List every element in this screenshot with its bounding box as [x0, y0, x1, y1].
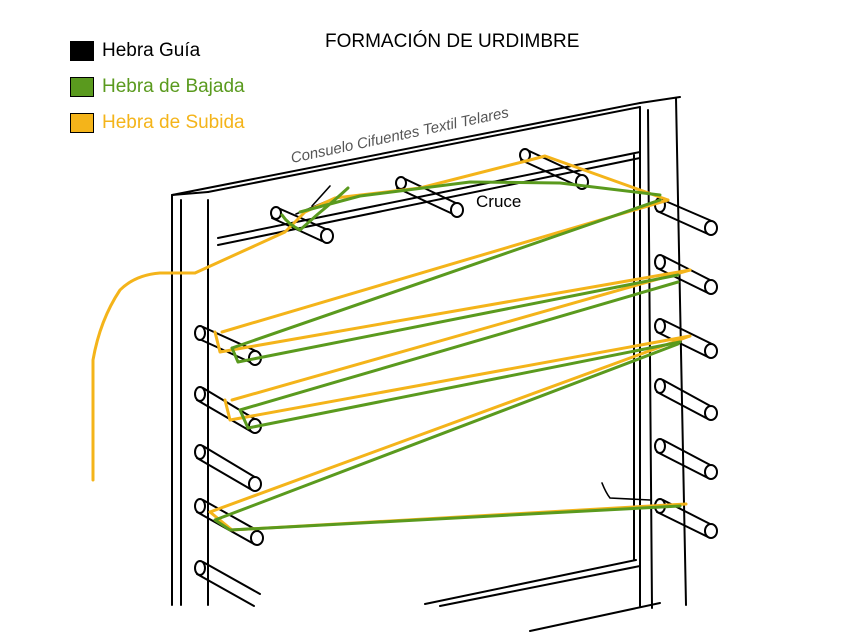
- bottom-beam: [424, 559, 661, 632]
- peg-left-3: [194, 444, 262, 492]
- legend-swatch-bajada: [70, 77, 94, 97]
- pegs: [194, 148, 718, 607]
- peg-right-4: [654, 378, 718, 421]
- yarn-subida: [91, 154, 692, 532]
- legend-label-bajada: Hebra de Bajada: [102, 76, 245, 97]
- right-post: [633, 96, 687, 609]
- legend-label-subida: Hebra de Subida: [102, 112, 245, 133]
- legend-item-guia: Hebra Guía: [70, 33, 245, 69]
- legend-item-subida: Hebra de Subida: [70, 105, 245, 141]
- cruce-label: Cruce: [476, 192, 521, 211]
- peg-left-2: [194, 386, 262, 434]
- diagram-title: FORMACIÓN DE URDIMBRE: [325, 31, 580, 52]
- peg-right-1: [654, 197, 718, 236]
- yarn-bajada: [213, 180, 682, 532]
- legend-label-guia: Hebra Guía: [102, 40, 201, 61]
- legend: Hebra Guía Hebra de Bajada Hebra de Subi…: [70, 33, 245, 141]
- peg-right-3: [654, 318, 718, 359]
- top-beam: [171, 102, 641, 246]
- peg-left-5: [194, 560, 261, 607]
- legend-item-bajada: Hebra de Bajada: [70, 69, 245, 105]
- warping-frame: [171, 96, 687, 632]
- peg-top-2: [395, 176, 464, 218]
- peg-right-5: [654, 438, 718, 480]
- legend-swatch-subida: [70, 113, 94, 133]
- legend-swatch-guia: [70, 41, 94, 61]
- left-post: [171, 191, 209, 606]
